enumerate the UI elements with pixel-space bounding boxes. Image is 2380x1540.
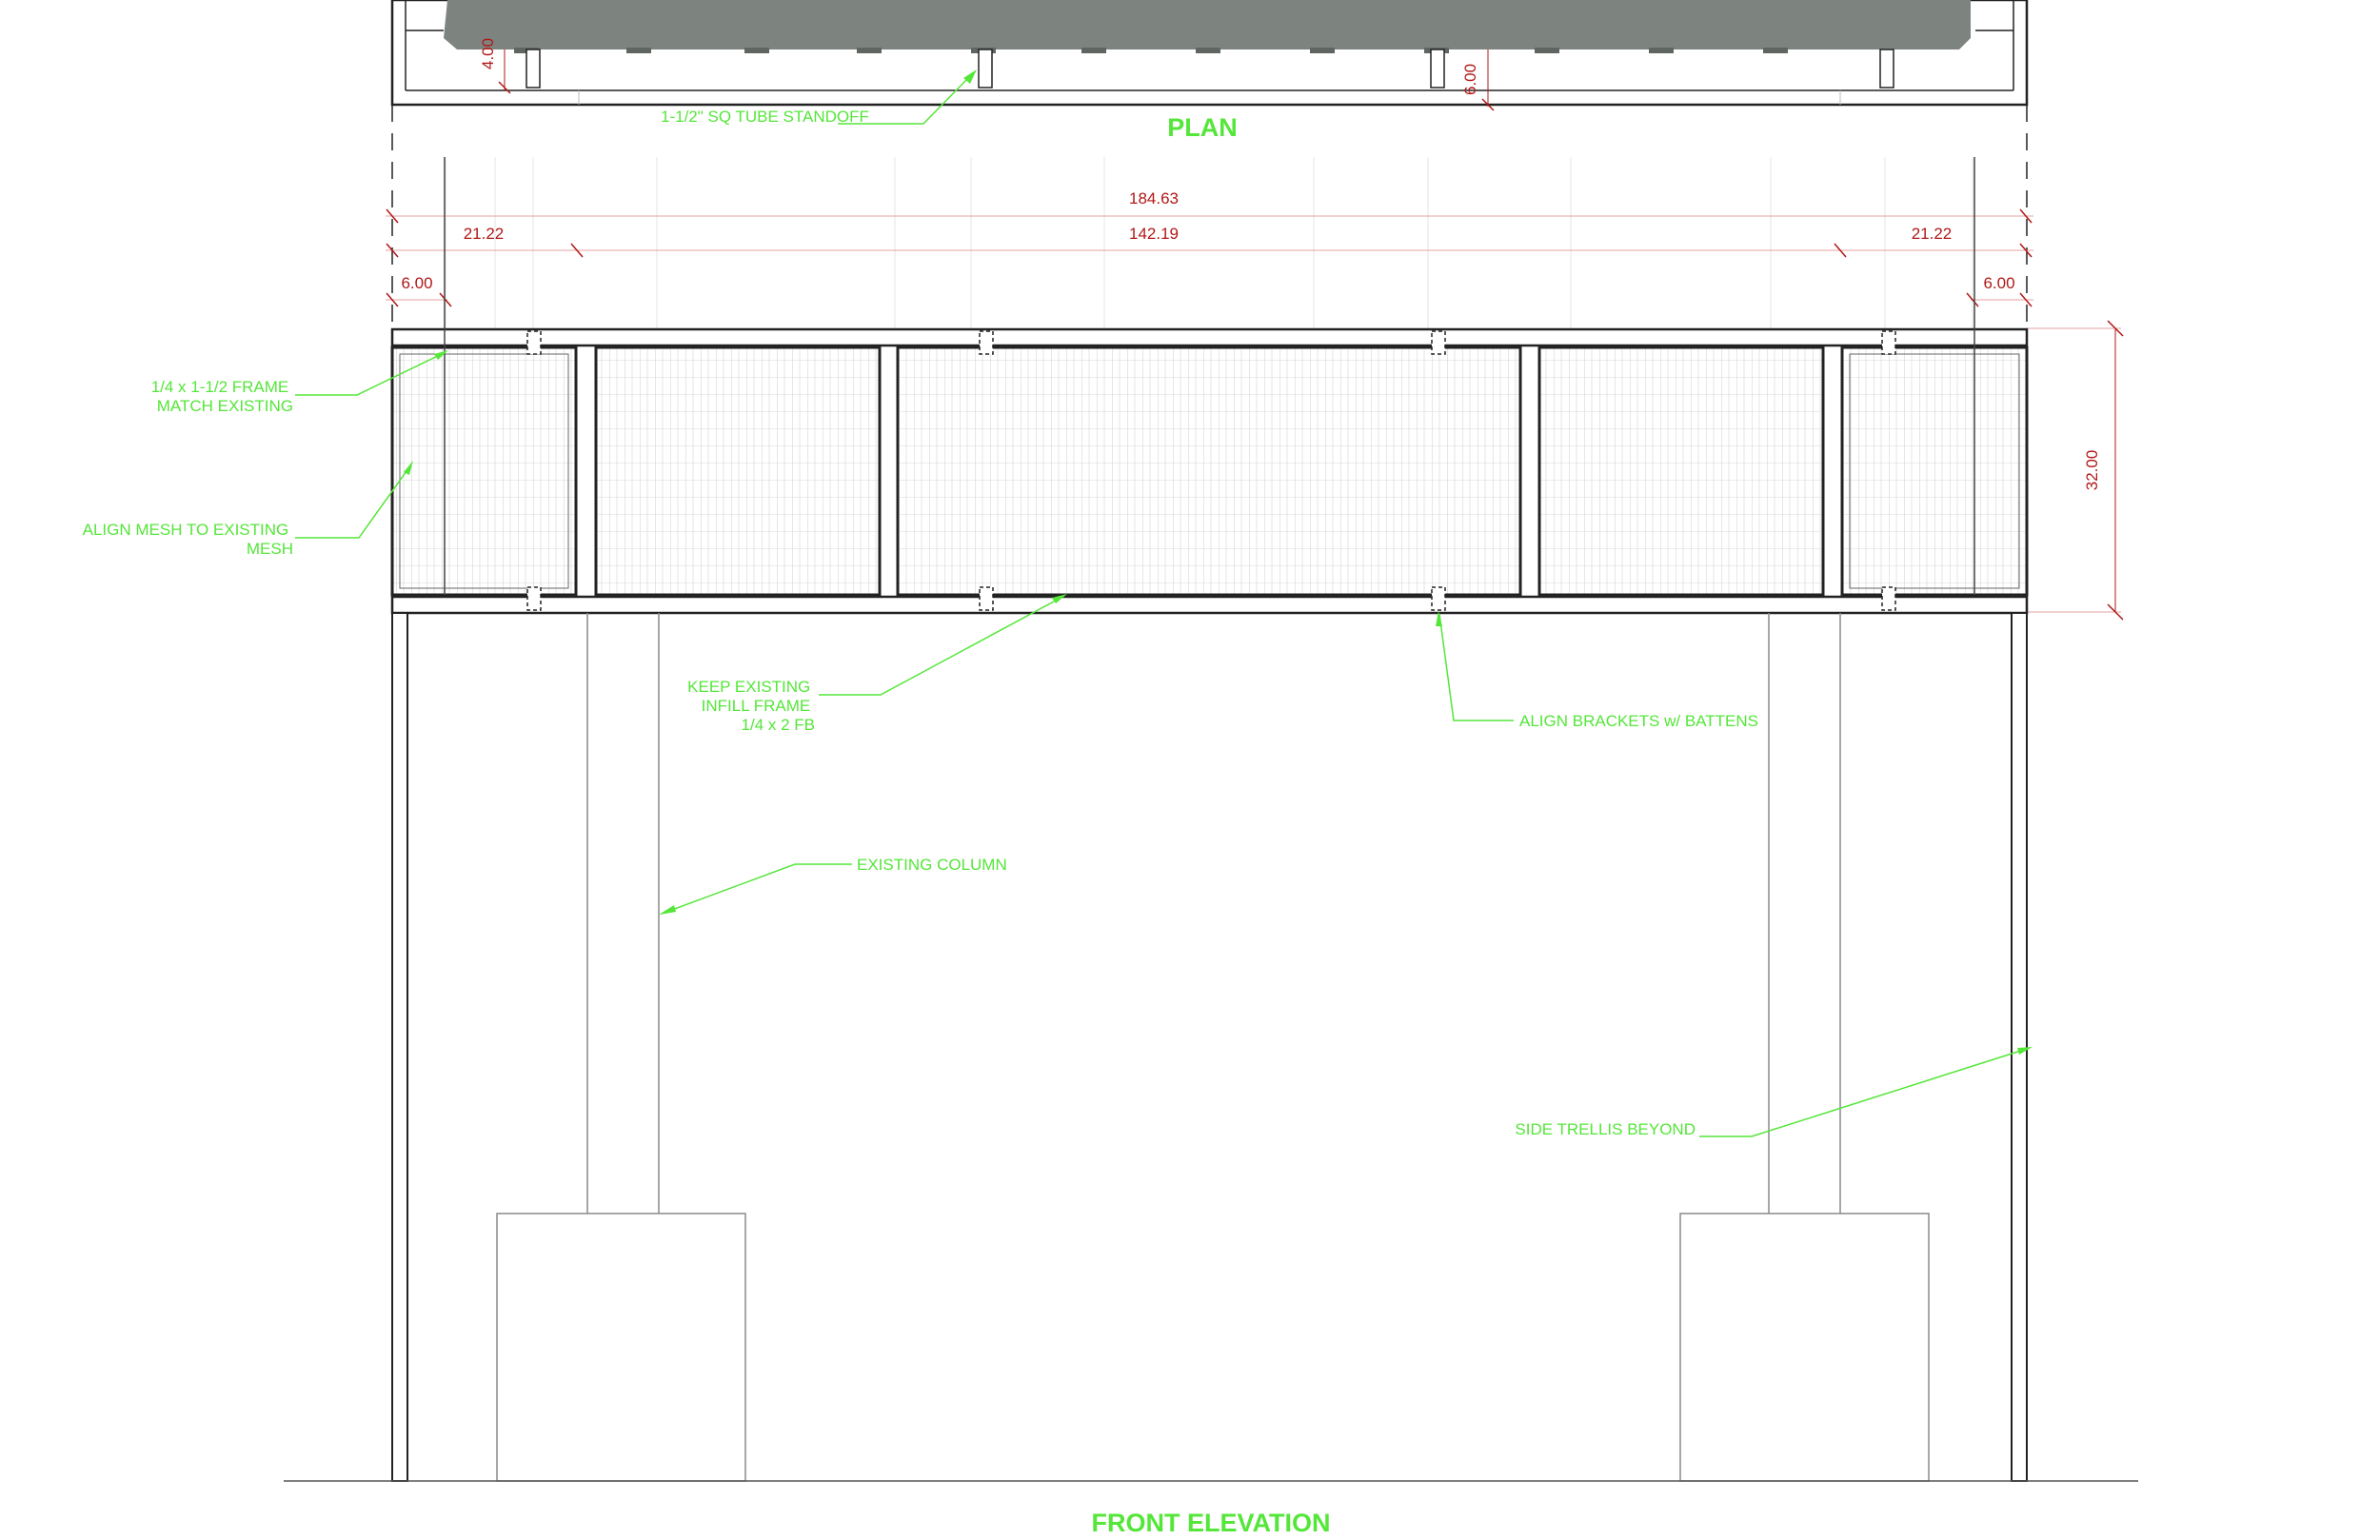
bracket <box>1431 330 1446 355</box>
existing-columns <box>496 613 1930 1482</box>
front-elevation-title: FRONT ELEVATION <box>1092 1509 1331 1537</box>
bracket <box>1431 586 1446 611</box>
mesh-leader <box>295 464 412 539</box>
brackets <box>526 330 1896 611</box>
plan-dim-tick <box>498 81 511 94</box>
infill-arrowhead <box>1052 594 1067 603</box>
bracket <box>1881 586 1896 611</box>
dim-right-bay: 21.22 <box>1912 225 1953 243</box>
dim-tick <box>1966 292 1979 307</box>
standoff-arrowhead <box>963 69 977 84</box>
mesh-panel-inner <box>399 353 569 589</box>
dim-right-offset: 6.00 <box>1983 274 2014 292</box>
standoff-posts <box>526 49 1894 89</box>
mesh-panel <box>594 346 882 597</box>
column-arrowhead <box>659 905 676 915</box>
bottom-rail <box>390 595 2029 615</box>
plan-outline <box>390 0 2029 107</box>
annotations: 1/4 x 1-1/2 FRAME MATCH EXISTING ALIGN M… <box>83 350 2033 1138</box>
dim-overall-width: 184.63 <box>1129 189 1179 207</box>
trellis-note: SIDE TRELLIS BEYOND <box>1515 1120 1696 1138</box>
column-note: EXISTING COLUMN <box>857 856 1007 874</box>
mesh-panels <box>390 346 2029 597</box>
standoff-leader <box>838 71 975 125</box>
side-trellis-right <box>2011 612 2028 1482</box>
side-trellis-left <box>391 612 408 1482</box>
bracket <box>526 330 542 355</box>
mesh-panel <box>1840 346 2029 597</box>
dim-tick <box>439 292 452 307</box>
bracket <box>979 330 994 355</box>
top-rail <box>390 327 2029 347</box>
plan-dim-depth-a: 4.00 <box>479 38 497 69</box>
elevation-dimensions: 184.63 21.22 142.19 21.22 6.00 6.00 32.0… <box>386 189 2124 621</box>
frame-arrowhead <box>434 350 448 360</box>
mesh-panel <box>896 346 1522 597</box>
mesh-note: ALIGN MESH TO EXISTING MESH <box>83 521 293 558</box>
dim-left-bay: 21.22 <box>464 225 505 243</box>
plan-dim-depth-b: 6.00 <box>1461 64 1479 95</box>
column-leader <box>661 863 852 915</box>
trellis-arrowhead <box>2017 1047 2033 1055</box>
trellis-leader <box>1699 1047 2031 1137</box>
bracket <box>1881 330 1896 355</box>
dim-tick <box>2107 320 2124 337</box>
plan-title: PLAN <box>1167 113 1238 142</box>
mesh-arrowhead <box>404 461 413 475</box>
dim-tick <box>386 243 399 258</box>
front-elevation: FRONT ELEVATION <box>284 157 2138 1537</box>
brackets-arrowhead <box>1436 611 1442 626</box>
dim-tick <box>1834 243 1847 258</box>
dim-tick <box>386 292 399 307</box>
bracket <box>526 586 542 611</box>
bracket <box>979 586 994 611</box>
column-base-left <box>496 1213 746 1482</box>
dim-tick <box>2019 292 2033 307</box>
infill-note: KEEP EXISTING INFILL FRAME 1/4 x 2 FB <box>687 678 815 734</box>
construction-lines <box>445 157 1973 328</box>
standoff-note: 1-1/2" SQ TUBE STANDOFF <box>661 108 869 126</box>
mesh-panel <box>390 346 578 597</box>
column-base-right <box>1679 1213 1930 1482</box>
dim-tick <box>2019 208 2033 224</box>
dim-left-offset: 6.00 <box>401 274 432 292</box>
frame-note: 1/4 x 1-1/2 FRAME MATCH EXISTING <box>151 378 293 415</box>
brackets-leader <box>1438 613 1514 721</box>
dim-tick <box>2107 603 2124 621</box>
dim-tick <box>386 208 399 224</box>
dim-tick <box>570 243 584 258</box>
plan-view: 4.00 6.00 1-1/2" SQ TUBE STANDOFF PLAN <box>390 0 2029 142</box>
plan-dim-tick <box>1481 98 1495 111</box>
frame-leader <box>295 351 446 396</box>
dim-tick <box>2019 243 2033 258</box>
mesh-panel-inner <box>1849 353 2020 589</box>
dim-height: 32.00 <box>2083 450 2101 491</box>
mesh-panel <box>1537 346 1825 597</box>
brackets-note: ALIGN BRACKETS w/ BATTENS <box>1519 712 1758 730</box>
dim-infill-width: 142.19 <box>1129 225 1179 243</box>
trellis-plan-fill <box>444 0 1971 49</box>
infill-leader <box>819 595 1065 696</box>
